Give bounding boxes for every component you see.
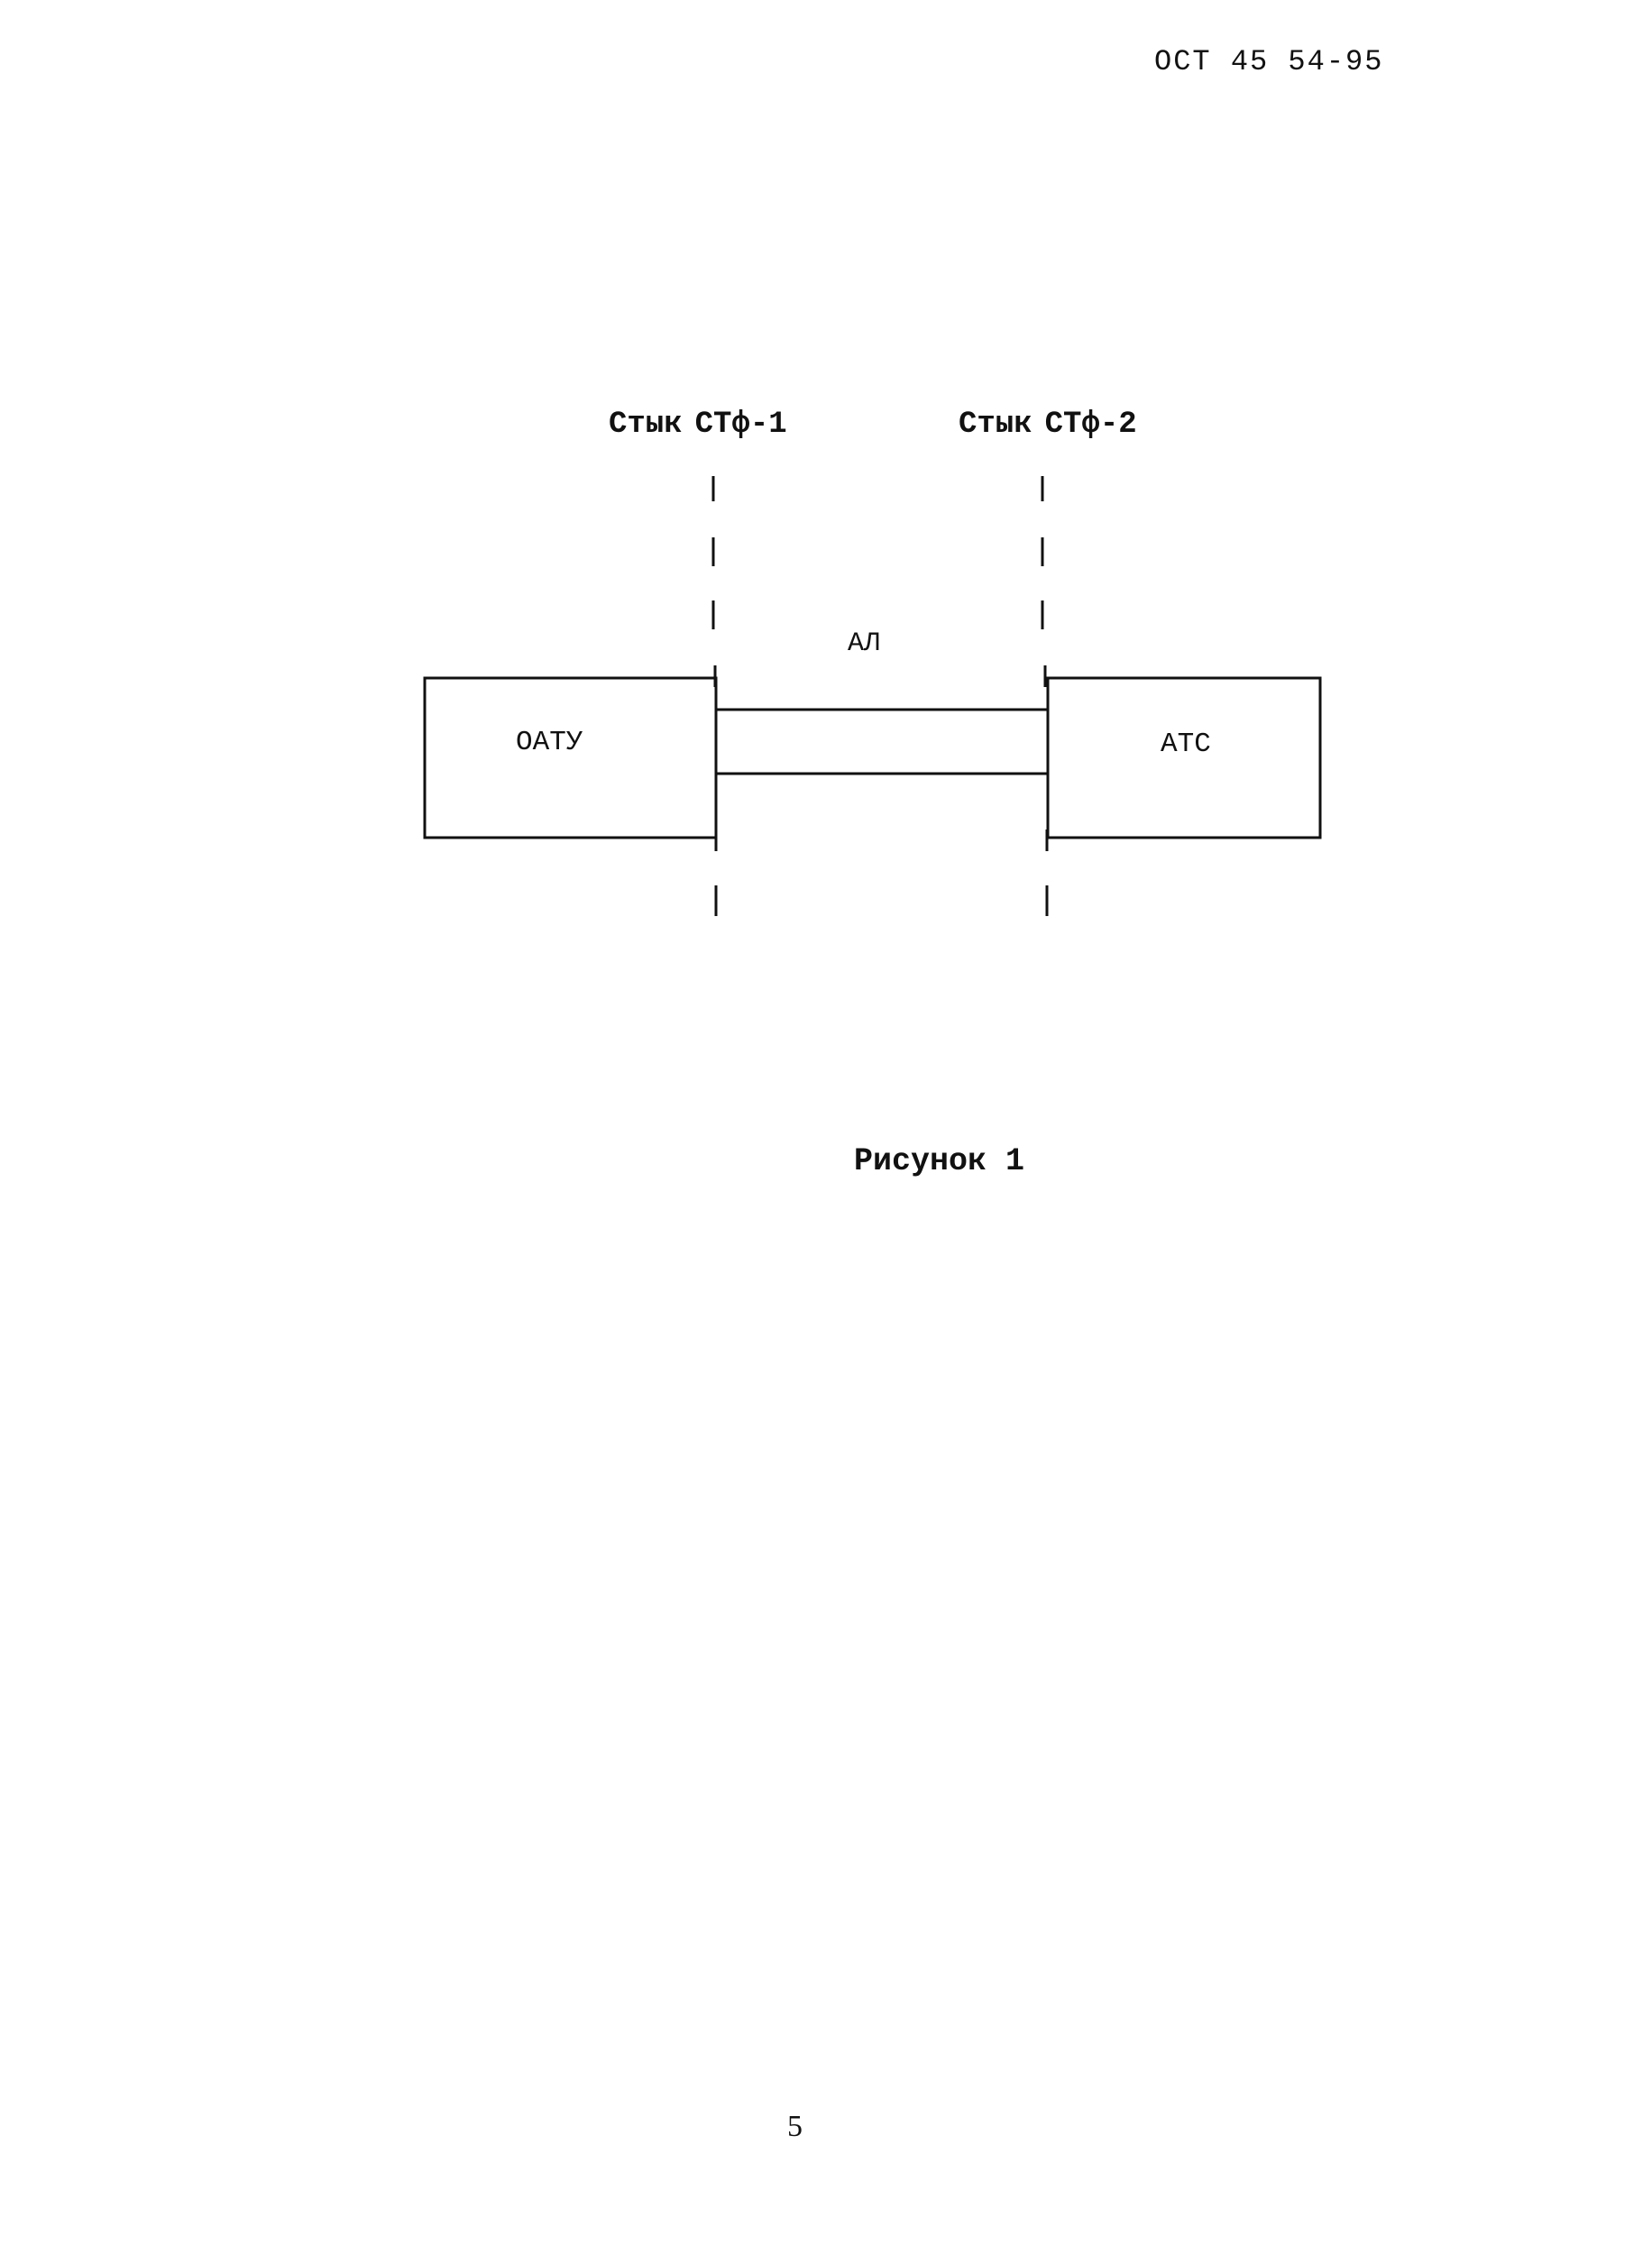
- document-code: ОСТ 45 54-95: [1154, 45, 1384, 78]
- block-label-oatu: ОАТУ: [516, 727, 583, 758]
- interface-prefix: Стык: [959, 408, 1032, 442]
- figure-caption: Рисунок 1: [854, 1143, 1025, 1179]
- line-label: АЛ: [848, 628, 881, 659]
- block-oatu: [423, 676, 718, 839]
- block-ats: [1046, 676, 1322, 839]
- interface-name: СТф-2: [1044, 408, 1137, 442]
- interface-name: СТф-1: [694, 408, 787, 442]
- interface-label-stf2: Стык СТф-2: [959, 408, 1137, 442]
- page-number: 5: [787, 2110, 803, 2143]
- interface-label-stf1: Стык СТф-1: [609, 408, 787, 442]
- interface-prefix: Стык: [609, 408, 683, 442]
- block-label-ats: АТС: [1161, 729, 1211, 760]
